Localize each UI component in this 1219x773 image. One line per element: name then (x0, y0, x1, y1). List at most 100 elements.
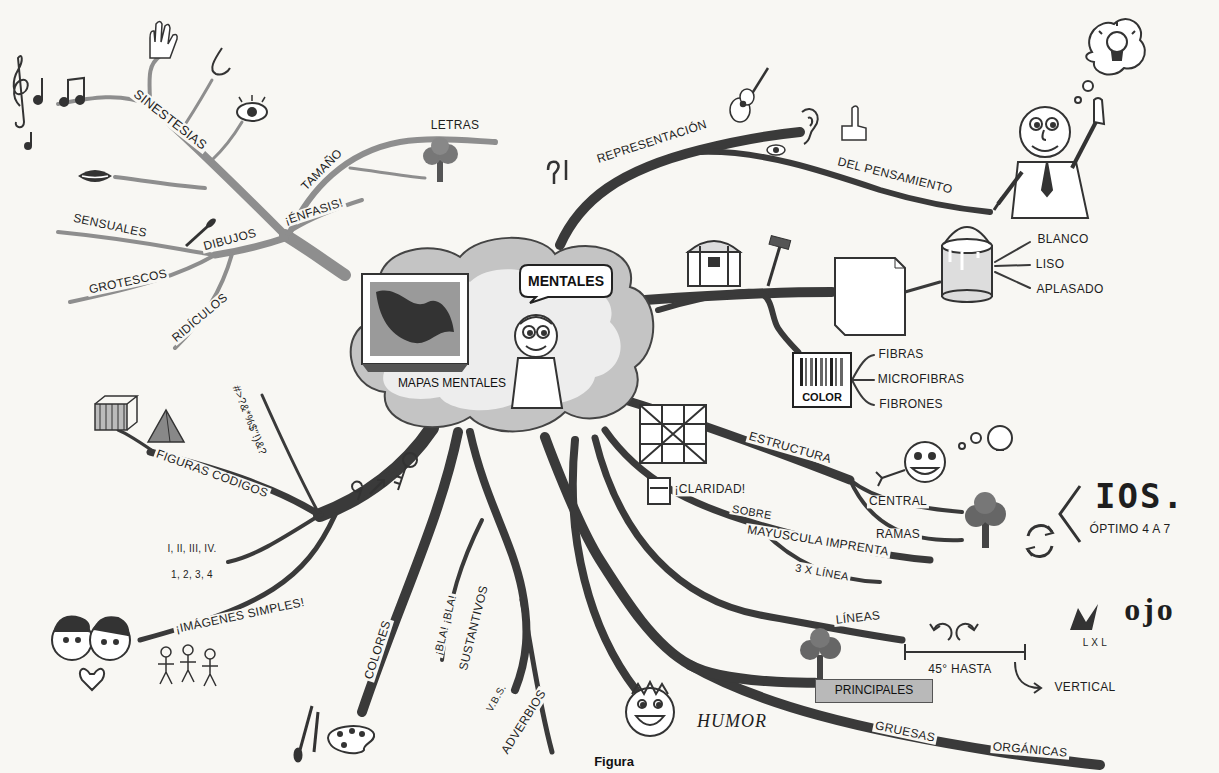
gray-branch (290, 139, 495, 232)
cartoon-thinker (520, 317, 552, 324)
grinning-face (912, 468, 938, 474)
dark-branch (852, 355, 874, 380)
thinking-man (994, 198, 1002, 210)
grinning-face (959, 443, 965, 449)
thinking-man (1075, 97, 1081, 103)
thinking-man (1107, 32, 1127, 52)
map-picture (362, 274, 468, 372)
branch-label: MICROFIBRAS (876, 373, 967, 386)
branch-label: SOBRE (729, 502, 774, 522)
marker-stripes (810, 358, 813, 386)
grinning-face (971, 433, 981, 443)
map-picture (370, 282, 460, 356)
branch-label: #>?&*%$"!)&? (230, 382, 270, 459)
treasure-chest (700, 246, 728, 286)
angle-scale (905, 644, 1025, 660)
paper-sheet (835, 258, 905, 335)
gray-branch (285, 235, 345, 275)
dark-branch (595, 438, 902, 640)
grinning-face (876, 470, 905, 486)
small-eye (773, 147, 779, 153)
nose-icon (212, 48, 230, 75)
branch-label: GROTESCOS (86, 267, 170, 297)
grinning-face (915, 453, 921, 459)
palette-icon (341, 742, 347, 748)
pyramid-icon (148, 410, 184, 442)
paper-sheet (895, 258, 905, 268)
branch-label: LETRAS (429, 119, 481, 132)
tree-icon (800, 628, 841, 679)
marker-stripes (815, 358, 817, 386)
dark-branch (852, 379, 874, 381)
dark-branch (995, 265, 1030, 266)
small-eye (767, 145, 785, 155)
thinking-man (1012, 162, 1088, 218)
map-picture (376, 291, 454, 344)
glass-icon (650, 487, 668, 489)
lips-icon (78, 170, 112, 182)
branch-label: SINESTESIAS (129, 86, 211, 154)
gray-branch (70, 255, 215, 302)
hammer-icon (768, 236, 791, 286)
humor-face (626, 688, 674, 736)
branch-label: MAYÚSCULA IMPRENTA (744, 523, 891, 559)
branch-label: BLANCO (1035, 233, 1090, 246)
branch-label: VERTICAL (1053, 681, 1118, 694)
marker-stripes (835, 358, 837, 386)
stick-figures (158, 657, 174, 684)
branch-label: ORGÁNICAS (990, 740, 1070, 760)
branch-label: RIDÍCULOS (168, 290, 232, 346)
structure-grid (640, 405, 706, 463)
tree-icon (965, 492, 1006, 548)
tree-icon (431, 137, 449, 155)
treasure-chest (709, 258, 719, 266)
thinking-man (1046, 118, 1058, 130)
code-scribble (352, 482, 362, 500)
node-text: MENTALES (528, 273, 604, 289)
cube-icon (95, 396, 137, 430)
stick-figures (202, 659, 218, 686)
couple-picture (54, 617, 89, 632)
dark-branch (228, 515, 320, 562)
branch-label: REPRESENTACIÓN (594, 117, 711, 166)
branch-label: COLORES (362, 617, 395, 683)
box-outline (816, 680, 933, 703)
treasure-chest (688, 252, 740, 286)
rotation-arrows (968, 624, 978, 630)
stick-figures (158, 645, 218, 686)
marker-stripes (825, 358, 827, 386)
cartoon-thinker (537, 326, 549, 338)
thinking-man (1083, 81, 1093, 91)
hand-icon (150, 22, 177, 59)
block-letters: IOS. (1093, 478, 1187, 515)
thinking-man (1112, 52, 1122, 60)
eye-icon (237, 103, 267, 121)
marker-stripes (800, 358, 843, 386)
thinking-man (1032, 146, 1058, 151)
brush-icon (205, 217, 218, 229)
map-picture (362, 364, 468, 372)
music-notes (76, 96, 84, 104)
thinking-man (1086, 19, 1145, 74)
pyramid-icon (166, 410, 170, 442)
gray-branch (350, 168, 425, 178)
branch-label: DIBUJOS (200, 226, 260, 254)
grinning-face (988, 426, 1012, 450)
color-box: COLOR (792, 352, 852, 408)
branch-label: LÍNEAS (833, 609, 883, 627)
grinning-face (876, 426, 1012, 486)
grinning-face (905, 442, 945, 482)
question-symbol (548, 160, 566, 184)
glass-icon (648, 478, 670, 504)
hammer-icon (768, 246, 780, 286)
palette-icon (337, 731, 343, 737)
thinking-man (1072, 118, 1098, 168)
grinning-face (996, 449, 1004, 451)
dark-branch (700, 152, 990, 212)
tree-icon (437, 160, 443, 182)
brushes-icon (295, 749, 301, 761)
dark-branch (560, 132, 800, 245)
couple-picture (94, 617, 128, 636)
dark-branch (470, 432, 526, 690)
